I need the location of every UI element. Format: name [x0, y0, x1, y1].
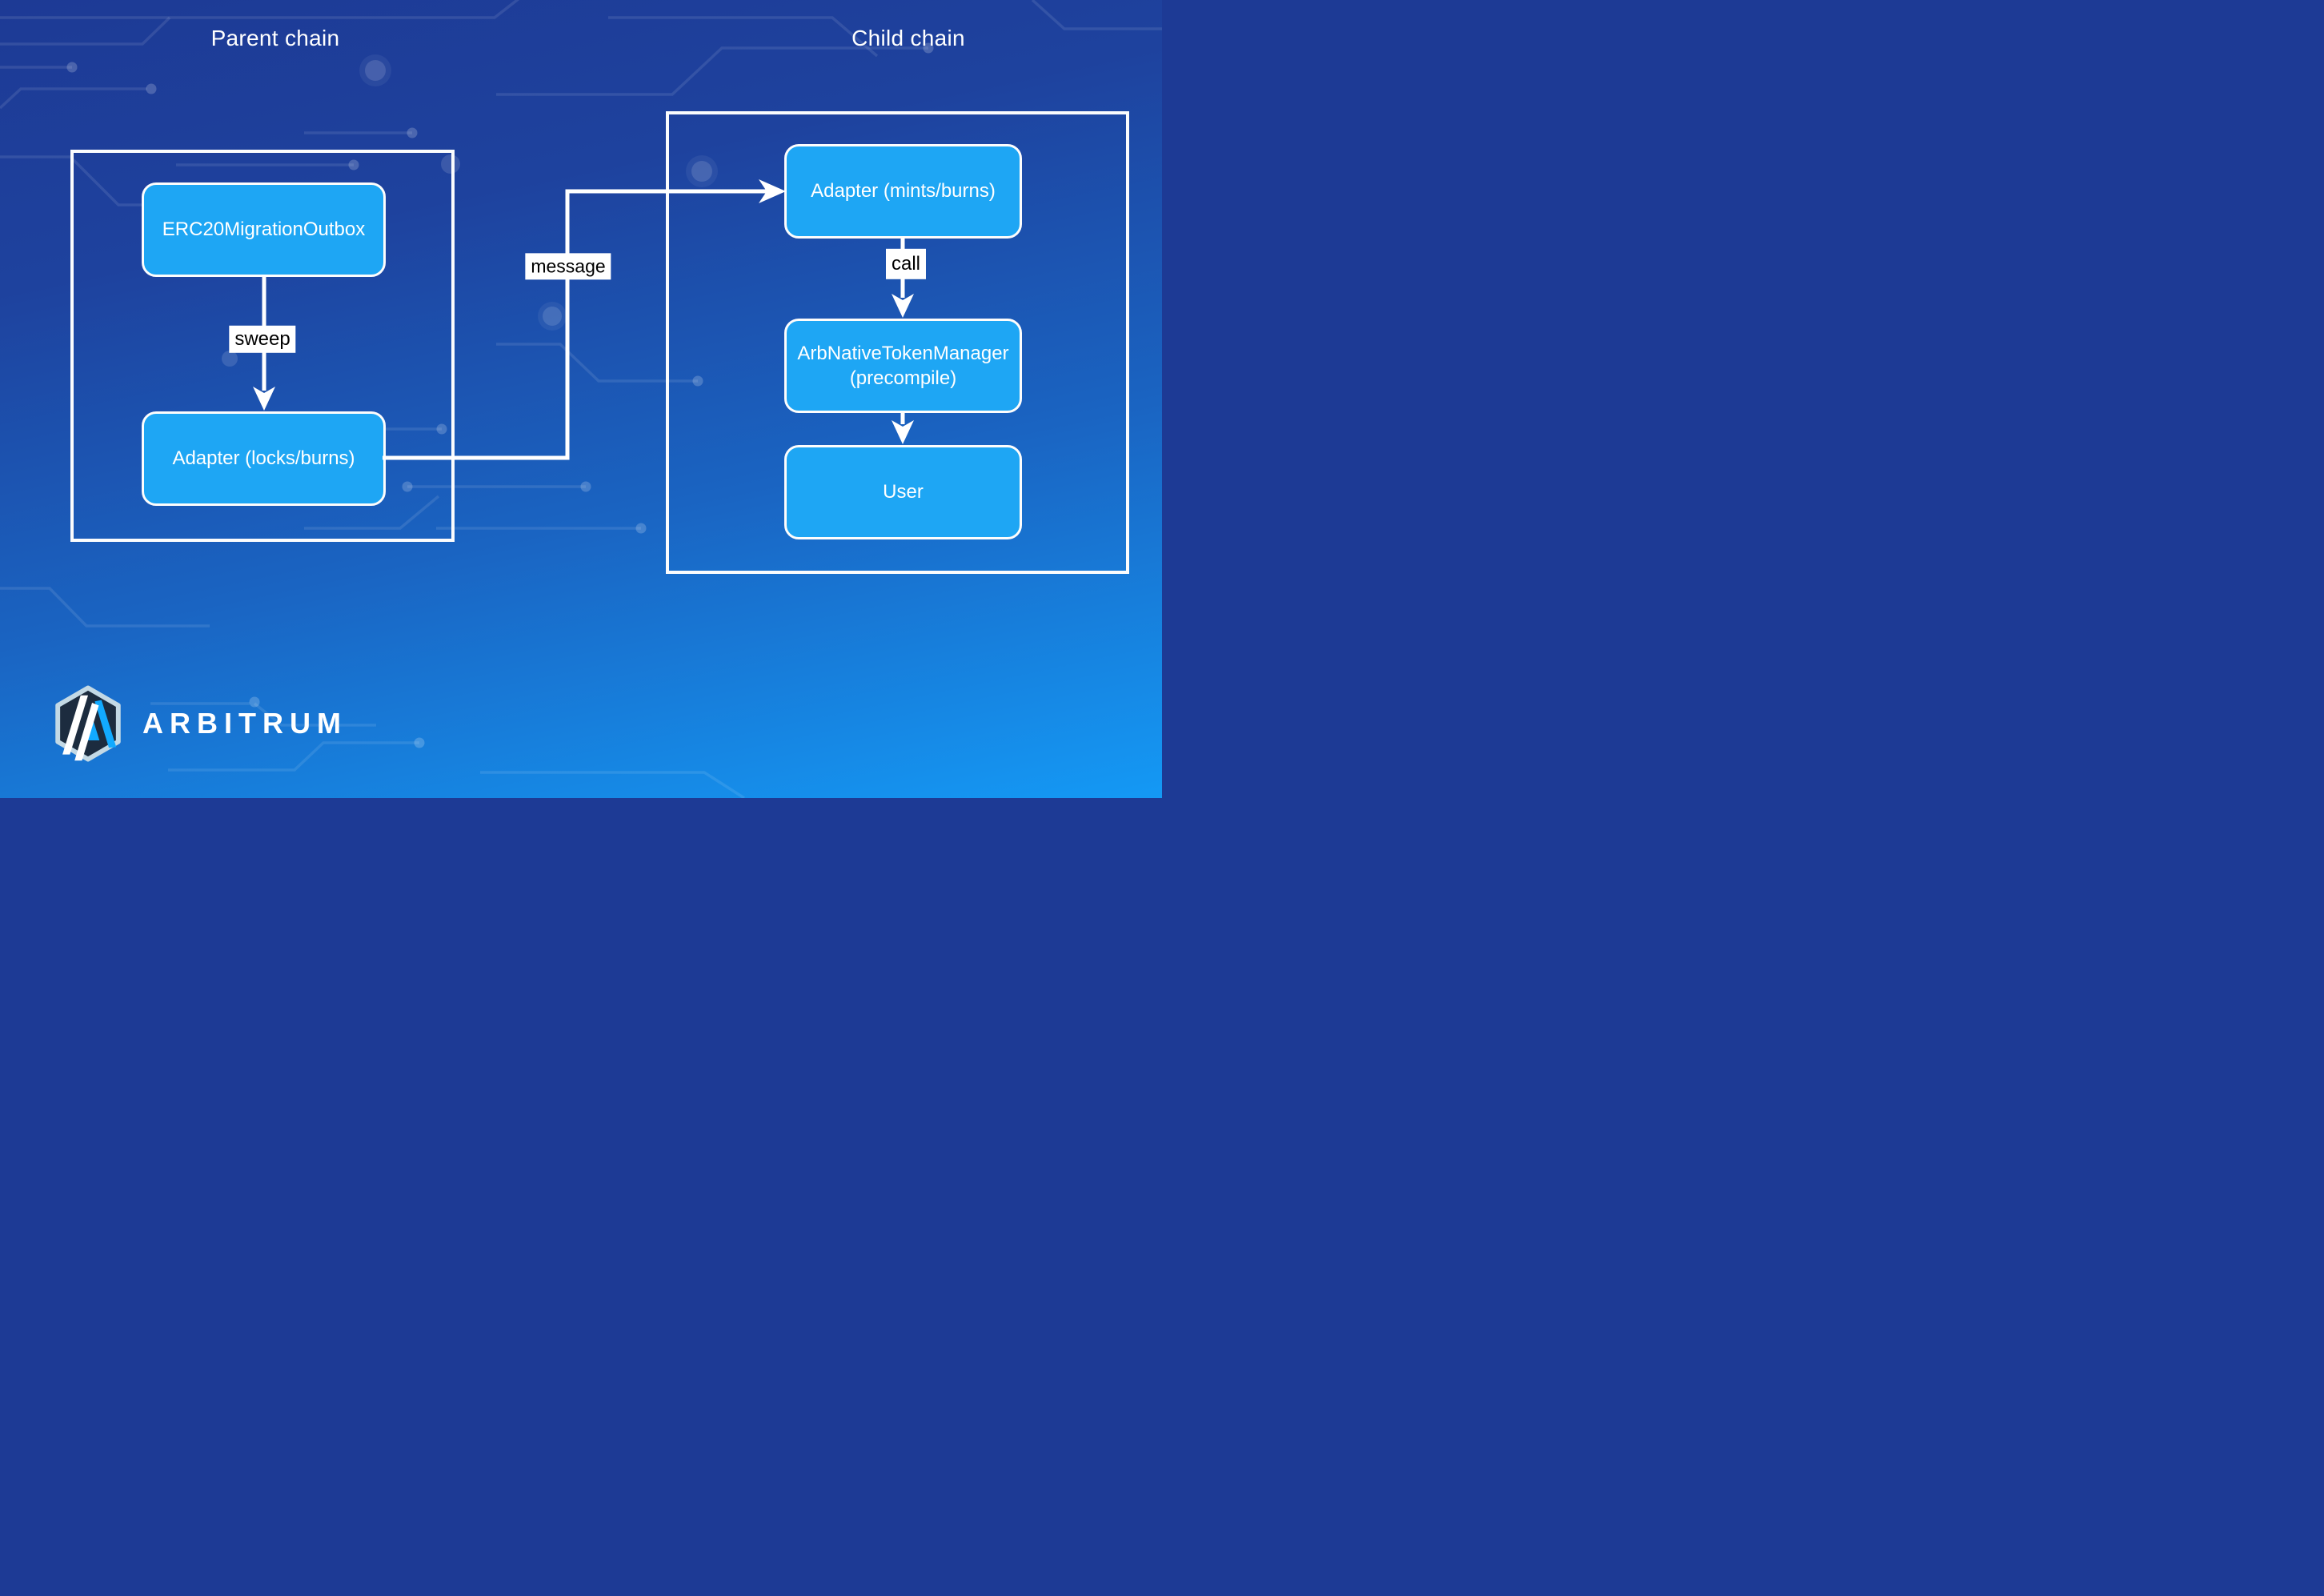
- node-label: Adapter (locks/burns): [172, 447, 355, 470]
- parent-chain-group: [70, 150, 455, 542]
- node-adapter-mints-burns: Adapter (mints/burns): [784, 144, 1022, 239]
- parent-chain-title: Parent chain: [210, 26, 340, 50]
- child-chain-title: Child chain: [851, 26, 965, 50]
- child-chain-group: [666, 111, 1129, 574]
- node-label: ERC20MigrationOutbox: [162, 219, 366, 241]
- arbitrum-logo: ARBITRUM: [54, 685, 347, 762]
- node-user: User: [784, 445, 1022, 539]
- edges-layer: [253, 179, 914, 460]
- edge-label-sweep: sweep: [229, 325, 296, 354]
- node-label-line2: (precompile): [849, 367, 957, 389]
- edge-message: [383, 179, 786, 460]
- node-arb-native-token-manager: ArbNativeTokenManager (precompile): [784, 319, 1022, 413]
- edge-manager-to-user: [892, 413, 914, 444]
- arbitrum-logo-icon: [55, 685, 121, 762]
- node-label: User: [883, 481, 924, 503]
- arbitrum-logo-text: ARBITRUM: [142, 707, 347, 740]
- node-adapter-locks-burns: Adapter (locks/burns): [142, 411, 386, 506]
- arrowhead-down-icon: [892, 420, 914, 444]
- edge-label-call: call: [885, 248, 927, 280]
- arrowhead-down-icon: [892, 294, 914, 318]
- diagram-canvas: Parent chain Child chain ERC20MigrationO…: [0, 0, 1162, 798]
- arrowhead-right-icon: [759, 179, 786, 203]
- edge-label-message: message: [525, 253, 611, 280]
- node-label: Adapter (mints/burns): [811, 180, 996, 203]
- node-label-line1: ArbNativeTokenManager: [797, 342, 1009, 364]
- arrowhead-down-icon: [253, 387, 275, 411]
- node-erc20-migration-outbox: ERC20MigrationOutbox: [142, 182, 386, 277]
